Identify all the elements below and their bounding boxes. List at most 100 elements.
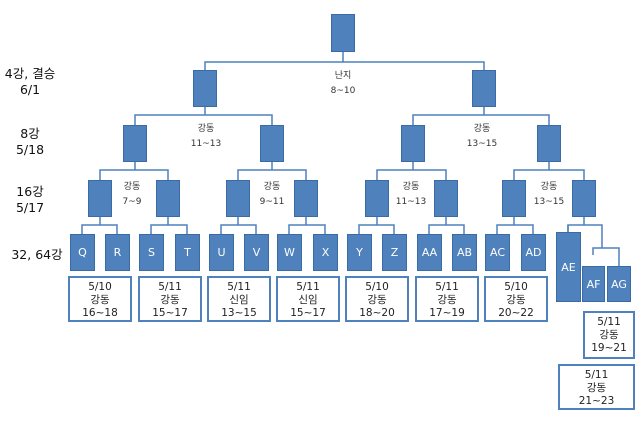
schedule-courts: 17~19	[429, 307, 465, 319]
match-label-qf-left-courts: 11~13	[190, 139, 222, 149]
schedule-box-uv: 5/11 신임 13~15	[207, 276, 271, 322]
schedule-courts: 21~23	[578, 395, 615, 407]
schedule-venue: 강동	[160, 294, 180, 306]
team-ag: AG	[607, 266, 631, 302]
team-s: S	[139, 234, 164, 271]
round-label-qf-name: 8강	[20, 126, 40, 141]
team-w: W	[277, 234, 302, 271]
r16-box-7	[502, 180, 526, 217]
qf-box-4	[537, 125, 561, 162]
semifinal-box-left	[193, 70, 217, 107]
match-label-qf-left-venue: 강동	[197, 124, 215, 134]
team-aa: AA	[417, 234, 442, 271]
schedule-date: 5/10	[88, 281, 112, 293]
team-ad: AD	[521, 234, 546, 271]
schedule-box-qr: 5/10 강동 16~18	[68, 276, 132, 322]
schedule-box-aa-ab: 5/11 강동 17~19	[415, 276, 479, 322]
team-r: R	[105, 234, 130, 271]
schedule-date: 5/11	[597, 316, 621, 328]
semifinal-box-right	[472, 70, 496, 107]
schedule-venue: 신임	[229, 294, 249, 306]
match-label-qf-right-courts: 13~15	[466, 139, 498, 149]
round-label-final-name: 4강, 결승	[4, 66, 56, 81]
round-label-qf-date: 5/18	[15, 142, 45, 157]
qf-box-3	[401, 125, 425, 162]
match-label-r16-2: 강동 9~11	[242, 181, 302, 208]
match-label-r16-4-venue: 강동	[540, 182, 558, 192]
schedule-date: 5/11	[435, 281, 459, 293]
match-label-r16-3-courts: 11~13	[395, 197, 427, 207]
team-af: AF	[582, 266, 605, 302]
schedule-courts: 19~21	[591, 342, 627, 354]
qf-box-1	[123, 125, 147, 162]
schedule-courts: 15~17	[152, 307, 188, 319]
schedule-venue: 강동	[586, 382, 607, 394]
match-label-qf-right-venue: 강동	[473, 124, 491, 134]
schedule-venue: 강동	[367, 294, 387, 306]
match-label-r16-4-courts: 13~15	[533, 197, 565, 207]
match-label-r16-1-venue: 강동	[123, 182, 141, 192]
round-label-r16-date: 5/17	[15, 200, 45, 215]
team-t: T	[175, 234, 200, 271]
qf-box-2	[260, 125, 284, 162]
r16-box-1	[88, 180, 112, 217]
schedule-box-ag: 5/11 강동 21~23	[558, 364, 635, 410]
match-label-r16-4: 강동 13~15	[519, 181, 579, 208]
team-u: U	[209, 234, 234, 271]
round-label-r16-name: 16강	[16, 184, 44, 199]
team-v: V	[244, 234, 269, 271]
schedule-box-ac-ad: 5/10 강동 20~22	[484, 276, 548, 322]
round-label-qf: 8강 5/18	[0, 126, 60, 158]
round-label-final-date: 6/1	[19, 82, 41, 97]
match-label-r16-2-courts: 9~11	[259, 197, 285, 207]
schedule-venue: 강동	[437, 294, 457, 306]
match-label-top-courts: 8~10	[330, 86, 356, 96]
round-label-r16: 16강 5/17	[0, 184, 60, 216]
schedule-box-wx: 5/11 신임 15~17	[276, 276, 340, 322]
team-z: Z	[382, 234, 407, 271]
r16-box-3	[226, 180, 250, 217]
schedule-date: 5/10	[504, 281, 528, 293]
r16-box-5	[365, 180, 389, 217]
schedule-date: 5/11	[227, 281, 251, 293]
r16-box-6	[434, 180, 458, 217]
match-label-r16-1-courts: 7~9	[122, 197, 142, 207]
round-label-r32: 32, 64강	[2, 247, 72, 263]
match-label-qf-right: 강동 13~15	[452, 123, 512, 150]
schedule-date: 5/11	[296, 281, 320, 293]
schedule-date: 5/11	[584, 369, 609, 381]
match-label-r16-3: 강동 11~13	[381, 181, 441, 208]
schedule-venue: 강동	[90, 294, 110, 306]
schedule-courts: 16~18	[82, 307, 118, 319]
schedule-date: 5/11	[158, 281, 182, 293]
schedule-courts: 20~22	[498, 307, 534, 319]
team-q: Q	[70, 234, 95, 271]
match-label-r16-2-venue: 강동	[263, 182, 281, 192]
match-label-top: 난지 8~10	[313, 70, 373, 97]
team-ab: AB	[452, 234, 477, 271]
schedule-venue: 강동	[506, 294, 526, 306]
schedule-venue: 신임	[298, 294, 318, 306]
match-label-r16-3-venue: 강동	[402, 182, 420, 192]
schedule-box-af: 5/11 강동 19~21	[583, 311, 635, 359]
team-y: Y	[347, 234, 372, 271]
r16-box-2	[156, 180, 180, 217]
final-box	[331, 14, 355, 52]
round-label-final: 4강, 결승 6/1	[0, 66, 60, 98]
match-label-qf-left: 강동 11~13	[176, 123, 236, 150]
round-label-r32-name: 32, 64강	[11, 247, 63, 262]
r16-box-8	[572, 180, 596, 217]
schedule-box-st: 5/11 강동 15~17	[138, 276, 202, 322]
r16-box-4	[294, 180, 318, 217]
schedule-venue: 강동	[599, 329, 619, 341]
schedule-date: 5/10	[365, 281, 389, 293]
match-label-top-venue: 난지	[334, 71, 352, 81]
schedule-courts: 15~17	[290, 307, 326, 319]
team-ac: AC	[485, 234, 510, 271]
team-x: X	[313, 234, 338, 271]
schedule-courts: 18~20	[359, 307, 395, 319]
match-label-r16-1: 강동 7~9	[102, 181, 162, 208]
schedule-box-yz: 5/10 강동 18~20	[345, 276, 409, 322]
schedule-courts: 13~15	[221, 307, 257, 319]
